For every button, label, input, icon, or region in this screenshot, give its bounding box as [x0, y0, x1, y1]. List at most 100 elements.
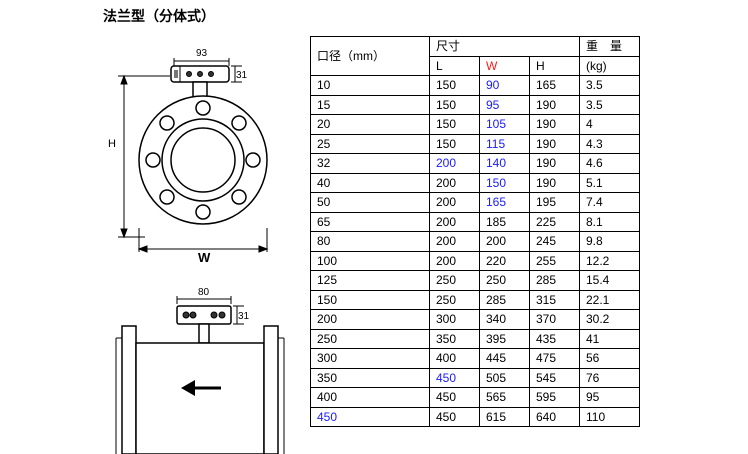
cell-w: 185 [479, 211, 530, 232]
cell-weight: 30.2 [579, 309, 640, 330]
cell-l: 200 [429, 172, 480, 193]
cell-diameter: 15 [310, 94, 430, 115]
cell-weight: 4 [579, 114, 640, 135]
table-subheader-row: L W H (kg) [311, 55, 640, 76]
cell-l: 450 [429, 406, 480, 427]
cell-weight: 7.4 [579, 192, 640, 213]
cell-weight: 8.1 [579, 211, 640, 232]
cell-diameter: 10 [310, 75, 430, 96]
cell-h: 315 [529, 289, 580, 310]
header-l: L [429, 55, 480, 76]
cell-l: 250 [429, 289, 480, 310]
header-weight: 重 量 [579, 36, 640, 57]
cell-diameter: 32 [310, 153, 430, 174]
header-diameter: 口径（mm） [310, 36, 430, 76]
cell-w: 165 [479, 192, 530, 213]
cell-l: 200 [429, 153, 480, 174]
cell-weight: 3.5 [579, 75, 640, 96]
cell-weight: 15.4 [579, 270, 640, 291]
cell-l: 350 [429, 328, 480, 349]
cell-l: 250 [429, 270, 480, 291]
cell-weight: 12.2 [579, 250, 640, 271]
cell-diameter: 200 [310, 309, 430, 330]
cell-h: 285 [529, 270, 580, 291]
cell-w: 200 [479, 231, 530, 252]
cell-weight: 110 [579, 406, 640, 427]
cell-weight: 4.6 [579, 153, 640, 174]
cell-w: 615 [479, 406, 530, 427]
cell-diameter: 100 [310, 250, 430, 271]
cell-l: 150 [429, 133, 480, 154]
cell-h: 190 [529, 94, 580, 115]
cell-w: 565 [479, 387, 530, 408]
page-title: 法兰型（分体式） [103, 9, 215, 25]
cell-w: 115 [479, 133, 530, 154]
cell-l: 450 [429, 367, 480, 388]
cell-h: 595 [529, 387, 580, 408]
cell-diameter: 65 [310, 211, 430, 232]
cell-weight: 5.1 [579, 172, 640, 193]
cell-l: 450 [429, 387, 480, 408]
cell-diameter: 50 [310, 192, 430, 213]
cell-diameter: 125 [310, 270, 430, 291]
cell-weight: 56 [579, 348, 640, 369]
cell-h: 165 [529, 75, 580, 96]
cell-l: 400 [429, 348, 480, 369]
table-header-row: 口径（mm） 尺寸 重 量 [310, 36, 640, 76]
header-w: W [479, 55, 530, 76]
cell-weight: 95 [579, 387, 640, 408]
header-kg: (kg) [579, 55, 640, 76]
flow-arrow-icon [181, 380, 221, 396]
cell-weight: 4.3 [579, 133, 640, 154]
w-dimension-label: W [198, 250, 211, 265]
cell-weight: 41 [579, 328, 640, 349]
cell-diameter: 250 [310, 328, 430, 349]
cell-l: 200 [429, 192, 480, 213]
cell-diameter: 25 [310, 133, 430, 154]
cell-h: 545 [529, 367, 580, 388]
side-height-label: 31 [238, 311, 250, 322]
cell-w: 445 [479, 348, 530, 369]
cell-w: 505 [479, 367, 530, 388]
cell-l: 200 [429, 211, 480, 232]
cell-diameter: 400 [310, 387, 430, 408]
cell-h: 190 [529, 114, 580, 135]
cell-w: 220 [479, 250, 530, 271]
cell-h: 190 [529, 172, 580, 193]
cell-h: 190 [529, 153, 580, 174]
cell-l: 150 [429, 114, 480, 135]
cell-l: 200 [429, 231, 480, 252]
cell-diameter: 350 [310, 367, 430, 388]
cell-weight: 9.8 [579, 231, 640, 252]
cell-l: 200 [429, 250, 480, 271]
header-h: H [529, 55, 580, 76]
cell-diameter: 450 [310, 406, 430, 427]
flowmeter-drawing: 93 31 H W 80 31 [108, 48, 285, 454]
cell-w: 395 [479, 328, 530, 349]
cell-weight: 3.5 [579, 94, 640, 115]
cell-l: 300 [429, 309, 480, 330]
cell-h: 225 [529, 211, 580, 232]
cell-h: 435 [529, 328, 580, 349]
cell-l: 150 [429, 75, 480, 96]
cell-w: 150 [479, 172, 530, 193]
top-height-label: 31 [236, 70, 248, 81]
cell-w: 95 [479, 94, 530, 115]
cell-h: 255 [529, 250, 580, 271]
cell-w: 285 [479, 289, 530, 310]
cell-h: 195 [529, 192, 580, 213]
cell-diameter: 150 [310, 289, 430, 310]
